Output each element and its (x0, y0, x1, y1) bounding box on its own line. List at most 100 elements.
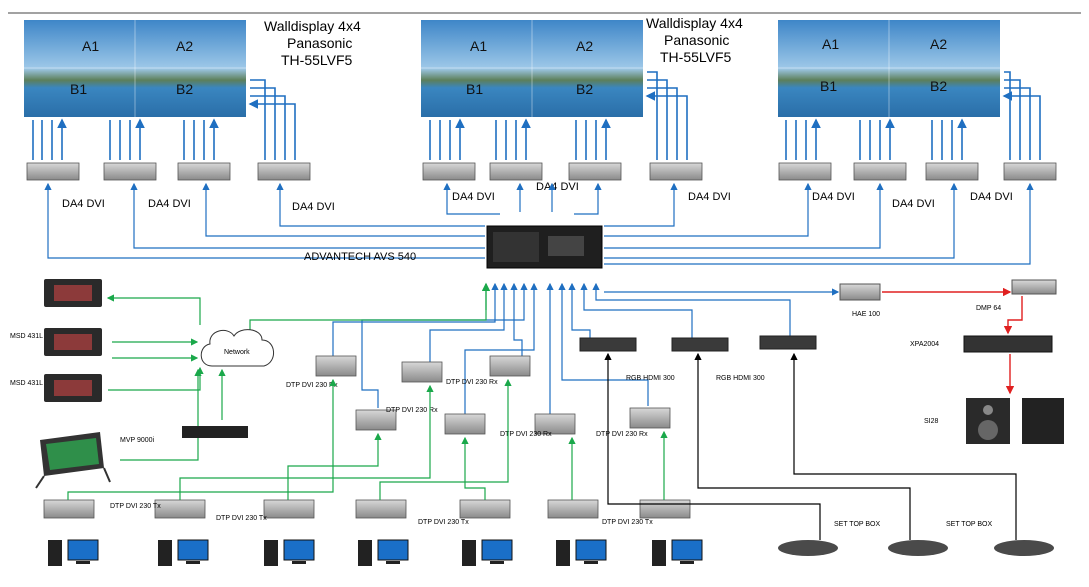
da-label: DA4 DVI (892, 198, 935, 210)
mvp-label: MVP 9000i (120, 437, 155, 444)
wall-title-line-2: Panasonic (664, 32, 729, 48)
network-cloud: Network (200, 329, 274, 367)
dtp-rx-box (444, 413, 486, 435)
cell-b1: B1 (820, 78, 837, 94)
da4-dvi-box (925, 162, 979, 181)
dmp-label: DMP 64 (976, 305, 1001, 312)
da4-dvi-box (1003, 162, 1057, 181)
wall-title-line-1: Walldisplay 4x4 (646, 15, 743, 31)
video-wall-3: A1 A2 B1 B2 (778, 20, 1000, 117)
msd-label: MSD 431L (10, 380, 43, 387)
da4-dvi-box (489, 162, 543, 181)
network-switch (182, 426, 248, 438)
tx-label: DTP DVI 230 Tx (110, 503, 161, 510)
xpa-label: XPA2004 (910, 341, 939, 348)
dtp-rx-box (534, 413, 576, 435)
da4-dvi-box (177, 162, 231, 181)
set-top-box-icon (778, 540, 838, 556)
rgb-hdmi-box (579, 337, 637, 352)
dtp-tx-box (639, 499, 691, 519)
rx-label: DTP DVI 230 Rx (446, 379, 498, 386)
dtp-rx-box (489, 355, 531, 377)
audio-chain: HAE 100 DMP 64 XPA2004 SI28 (839, 279, 1064, 444)
pc-icon (48, 539, 99, 566)
video-wall-1: A1 A2 B1 B2 Walldisplay 4x4 Panasonic TH… (24, 18, 361, 117)
cell-a2: A2 (576, 38, 593, 54)
set-top-box-icon (888, 540, 948, 556)
dmp-64-box (1011, 279, 1057, 295)
da-label: DA4 DVI (812, 191, 855, 203)
processor-label: ADVANTECH AVS 540 (304, 251, 416, 263)
msd-label: MSD 431L (10, 333, 43, 340)
pc-icon (652, 539, 703, 566)
audio-link (1003, 296, 1023, 335)
dtp-tx-box (154, 499, 206, 519)
stb-label: SET TOP BOX (834, 521, 881, 528)
wall-screen (778, 20, 1000, 117)
cell-b2: B2 (176, 81, 193, 97)
cell-a1: A1 (82, 38, 99, 54)
hae-100-box (839, 283, 881, 301)
cell-a2: A2 (930, 36, 947, 52)
cell-a2: A2 (176, 38, 193, 54)
pc-workstations (48, 539, 703, 566)
da4-dvi-box (568, 162, 622, 181)
cell-a1: A1 (822, 36, 839, 52)
speaker-icon (966, 398, 1064, 444)
pc-icon (556, 539, 607, 566)
xpa2004-box (963, 335, 1053, 353)
pc-icon (358, 539, 409, 566)
da4-dvi-box (422, 162, 476, 181)
mvp-touchpanel (35, 432, 111, 489)
wall-title-line-3: TH-55LVF5 (660, 49, 732, 65)
da-label: DA4 DVI (62, 198, 105, 210)
cell-b2: B2 (930, 78, 947, 94)
dtp-receivers (315, 355, 671, 435)
da4-dvi-box (778, 162, 832, 181)
network-label: Network (224, 349, 250, 356)
rx-label: DTP DVI 230 Rx (500, 431, 552, 438)
msd-panels (44, 279, 102, 402)
processor-display (548, 236, 584, 256)
rx-labels: DTP DVI 230 Rx DTP DVI 230 Rx DTP DVI 23… (286, 379, 648, 438)
processor-panel (493, 232, 539, 262)
da4-dvi-units (26, 162, 1057, 181)
da4-dvi-box (26, 162, 80, 181)
wall-title-line-1: Walldisplay 4x4 (264, 18, 361, 34)
advantech-avs-540 (486, 225, 603, 269)
network-cloud-icon (200, 329, 274, 367)
wall-screen (421, 20, 643, 117)
set-top-box-links (604, 352, 1017, 540)
da-label: DA4 DVI (688, 191, 731, 203)
da-label: DA4 DVI (536, 181, 579, 193)
set-top-box-icon (994, 540, 1054, 556)
rx-label: DTP DVI 230 Rx (386, 407, 438, 414)
si-label: SI28 (924, 418, 939, 425)
wall-title-line-3: TH-55LVF5 (281, 52, 353, 68)
rx-label: DTP DVI 230 Rx (286, 382, 338, 389)
tx-labels: DTP DVI 230 Tx DTP DVI 230 Tx DTP DVI 23… (110, 503, 653, 526)
rgb-hdmi-box (759, 335, 817, 350)
cell-a1: A1 (470, 38, 487, 54)
dtp-tx-box (547, 499, 599, 519)
tx-label: DTP DVI 230 Tx (602, 519, 653, 526)
tx-to-rx-links (67, 378, 668, 500)
dtp-rx-box (401, 361, 443, 383)
processor-to-da-links (44, 182, 1034, 265)
dtp-rx-box (629, 407, 671, 429)
stb-label: SET TOP BOX (946, 521, 993, 528)
processor-input-arrows (332, 282, 791, 420)
hae-label: HAE 100 (852, 311, 880, 318)
rgb-hdmi-300-units (579, 335, 817, 352)
rgb-hdmi-box (671, 337, 729, 352)
tx-label: DTP DVI 230 Tx (216, 515, 267, 522)
da-label: DA4 DVI (970, 191, 1013, 203)
pc-icon (158, 539, 209, 566)
da-label: DA4 DVI (148, 198, 191, 210)
da-label: DA4 DVI (292, 201, 335, 213)
dtp-tx-box (355, 499, 407, 519)
rx-label: DTP DVI 230 Rx (596, 431, 648, 438)
video-wall-2: A1 A2 B1 B2 Walldisplay 4x4 Panasonic TH… (421, 15, 743, 117)
tx-label: DTP DVI 230 Tx (418, 519, 469, 526)
pc-icon (462, 539, 513, 566)
